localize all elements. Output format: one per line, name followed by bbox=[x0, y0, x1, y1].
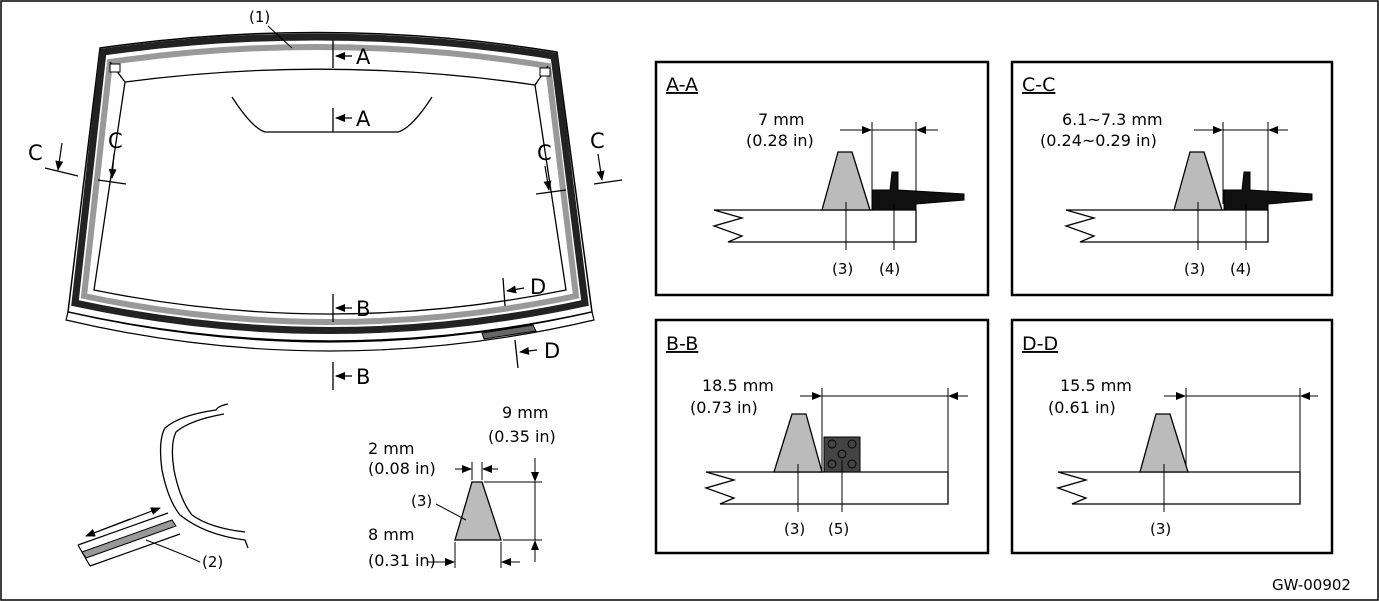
section-marker-a-inner: A bbox=[356, 107, 371, 131]
section-marker-b-inner: B bbox=[356, 297, 370, 321]
section-b-b-title: B-B bbox=[666, 333, 698, 355]
bead-base-width-mm: 8 mm bbox=[368, 525, 414, 544]
section-a-a-callout-4: (4) bbox=[879, 260, 900, 278]
section-d-d-panel: D-D 15.5 mm (0.61 in) (3) bbox=[1010, 318, 1334, 555]
corner-detail: (2) bbox=[77, 403, 249, 571]
windshield-molding-band bbox=[71, 33, 589, 334]
section-a-a-dim-in: (0.28 in) bbox=[746, 131, 814, 150]
adhesive-bead-profile: 2 mm (0.08 in) 9 mm (0.35 in) 8 mm (0.31… bbox=[368, 403, 556, 570]
section-c-c-panel: C-C 6.1~7.3 mm (0.24~0.29 in) (3) (4) bbox=[1010, 60, 1334, 297]
section-a-a-title: A-A bbox=[666, 74, 698, 96]
callout-3-bead-label: (3) bbox=[411, 492, 432, 510]
section-marker-a-top: A bbox=[356, 45, 371, 69]
figure-code: GW-00902 bbox=[1272, 576, 1351, 594]
windshield-overview: (1) A A B B C C C C D D bbox=[28, 8, 623, 390]
lower-seal-strip bbox=[481, 324, 537, 340]
section-b-b-callout-5: (5) bbox=[828, 520, 849, 538]
shade-band bbox=[231, 96, 433, 133]
section-marker-c-left-inner: C bbox=[108, 129, 123, 153]
section-marker-b-outer: B bbox=[356, 365, 370, 389]
callout-1-label: (1) bbox=[249, 8, 270, 26]
section-d-d-dim-mm: 15.5 mm bbox=[1060, 376, 1132, 395]
section-d-d-dim-in: (0.61 in) bbox=[1048, 398, 1116, 417]
section-a-a-dim-mm: 7 mm bbox=[758, 110, 804, 129]
section-d-d-callout-3: (3) bbox=[1150, 520, 1171, 538]
section-d-d-title: D-D bbox=[1022, 333, 1058, 355]
section-c-c-dim-mm: 6.1~7.3 mm bbox=[1062, 110, 1163, 129]
section-c-c-title: C-C bbox=[1022, 74, 1055, 96]
section-marker-d-inner: D bbox=[530, 275, 546, 299]
section-marker-d-outer: D bbox=[544, 339, 560, 363]
bead-base-width-in: (0.31 in) bbox=[368, 551, 436, 570]
section-c-c-callout-3: (3) bbox=[1184, 260, 1205, 278]
section-b-b-callout-3: (3) bbox=[784, 520, 805, 538]
section-marker-c-right-outer: C bbox=[590, 129, 605, 153]
section-marker-c-right-inner: C bbox=[537, 141, 552, 165]
section-b-b-dim-in: (0.73 in) bbox=[690, 398, 758, 417]
section-marker-c-left-outer: C bbox=[28, 141, 43, 165]
bead-top-width-in: (0.08 in) bbox=[368, 459, 436, 478]
bead-height-mm: 9 mm bbox=[502, 403, 548, 422]
section-b-b-dim-mm: 18.5 mm bbox=[702, 376, 774, 395]
section-c-c-callout-4: (4) bbox=[1230, 260, 1251, 278]
bead-top-width-mm: 2 mm bbox=[368, 439, 414, 458]
callout-2-label: (2) bbox=[202, 553, 223, 571]
section-c-c-dim-in: (0.24~0.29 in) bbox=[1040, 131, 1157, 150]
windshield-inner-opening bbox=[93, 68, 567, 315]
section-a-a-callout-3: (3) bbox=[832, 260, 853, 278]
section-b-b-panel: B-B 18.5 mm (0.73 in) (3) (5) bbox=[654, 318, 990, 555]
section-a-a-panel: A-A 7 mm (0.28 in) (3) (4) bbox=[654, 60, 990, 297]
bead-cross-section bbox=[454, 481, 502, 541]
bead-height-in: (0.35 in) bbox=[488, 427, 556, 446]
